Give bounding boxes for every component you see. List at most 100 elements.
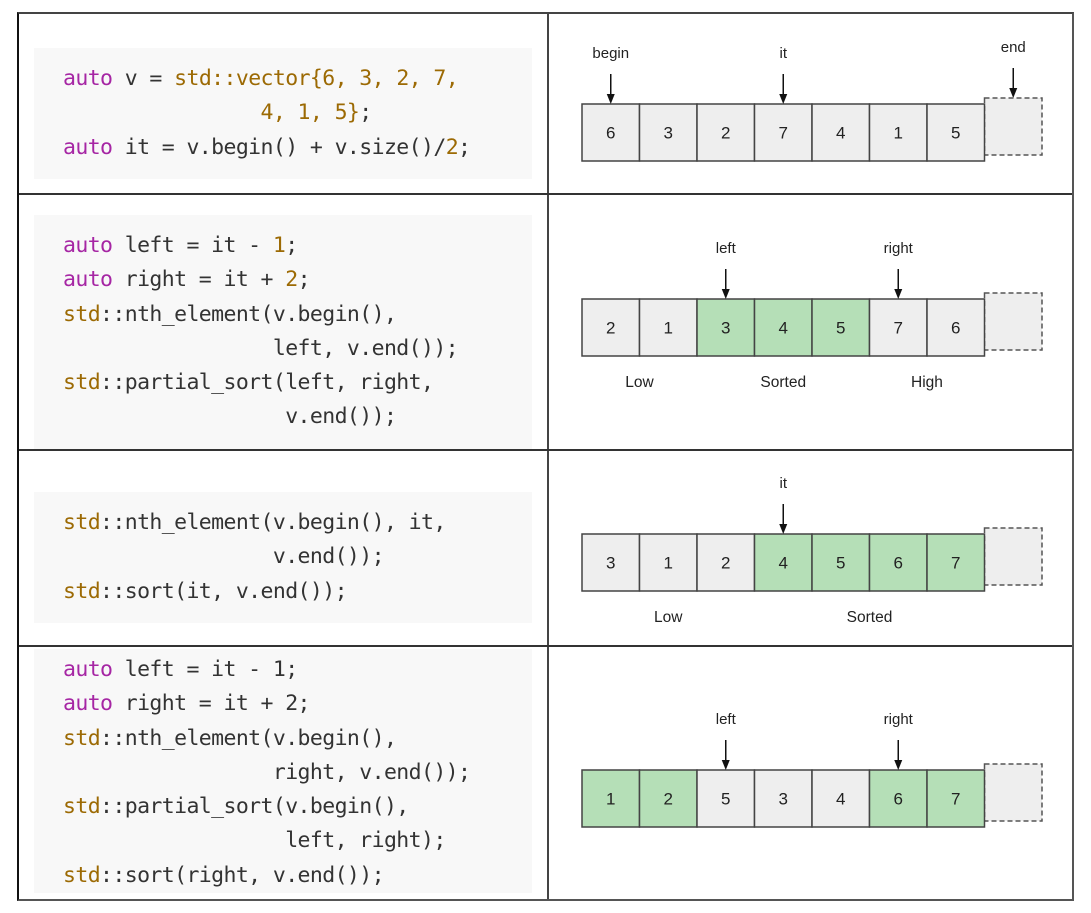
cell-value: 7 [779, 124, 788, 143]
array-cell: 7 [926, 533, 986, 592]
cell-bg [581, 533, 641, 592]
code-text: ::partial_sort(left, right, [100, 370, 434, 396]
end-placeholder-cell [983, 527, 1043, 586]
array-cell: 6 [868, 533, 928, 592]
pointer-label: it [780, 475, 788, 492]
row-divider [19, 645, 1072, 647]
pointer-label: it [780, 45, 788, 62]
code-number: 2 [445, 134, 459, 160]
arrow-down-icon [1009, 88, 1018, 98]
code-line: auto it = v.begin() + v.size()/2; [63, 131, 532, 165]
code-text: ; [285, 233, 298, 258]
cell-value: 3 [664, 124, 673, 143]
array-cell: 1 [638, 298, 698, 357]
code-line: right, v.end()); [63, 756, 532, 790]
code-number: 1 [272, 233, 286, 258]
cell-value: 5 [721, 790, 730, 809]
arrow-down-icon [721, 760, 730, 770]
code-line: auto left = it - 1; [63, 229, 532, 263]
cell-value: 5 [836, 554, 845, 573]
cell-value: 7 [951, 554, 960, 573]
code-line: auto left = it - 1; [63, 653, 532, 687]
array-cell: 4 [811, 769, 871, 828]
code-block-3: std::nth_element(v.begin(), it, v.end())… [34, 492, 532, 623]
code-text: left = it - [112, 233, 273, 258]
region-label: Low [654, 609, 683, 626]
code-text: right, v.end()); [63, 759, 471, 785]
arrow-down-icon [606, 94, 615, 104]
cell-value: 2 [606, 319, 615, 338]
code-line: std::partial_sort(v.begin(), [63, 790, 532, 824]
code-keyword: auto [63, 134, 113, 160]
array-cell: 2 [581, 298, 641, 357]
column-divider [547, 14, 549, 899]
array-cell: 6 [581, 103, 641, 162]
cell-value: 1 [606, 790, 615, 809]
cell-value: 2 [721, 554, 730, 573]
code-type: std [63, 725, 101, 751]
arrow-down-icon [779, 524, 788, 534]
cell-value: 6 [894, 790, 903, 809]
code-line: std::sort(right, v.end()); [63, 859, 532, 893]
region-label: Sorted [760, 374, 806, 391]
cell-bg [638, 103, 698, 162]
cell-bg [753, 769, 813, 828]
cell-value: 7 [894, 319, 903, 338]
cell-value: 7 [951, 790, 960, 809]
array-cell: 2 [638, 769, 698, 828]
array-cell: 1 [581, 769, 641, 828]
cell-value: 4 [836, 790, 845, 809]
code-line: v.end()); [63, 400, 532, 434]
code-line: auto right = it + 2; [63, 263, 532, 297]
array-cell: 7 [753, 103, 813, 162]
code-type: std [63, 510, 101, 535]
code-text: ::nth_element(v.begin(), [100, 301, 397, 327]
array-cell: 5 [926, 103, 986, 162]
pointer-label: begin [592, 45, 629, 62]
cell-sorted-bg [868, 533, 928, 592]
code-text: ::nth_element(v.begin(), it, [100, 510, 446, 535]
code-keyword: auto [63, 691, 113, 717]
code-text: ; [458, 134, 471, 160]
cell-sorted-bg [926, 769, 986, 828]
cell-bg [638, 298, 698, 357]
code-type: std [63, 862, 101, 888]
code-line: left, right); [63, 824, 532, 858]
pointer-it: it [779, 475, 788, 534]
array-cell: 2 [696, 533, 756, 592]
code-text: right = it + 2; [112, 691, 311, 717]
cell-bg [581, 298, 641, 357]
cell-value: 3 [606, 554, 615, 573]
cell-value: 3 [779, 790, 788, 809]
region-label: Low [625, 374, 654, 391]
cell-bg [638, 533, 698, 592]
cell-value: 2 [721, 124, 730, 143]
code-line: left, v.end()); [63, 332, 532, 366]
cell-sorted-bg [638, 769, 698, 828]
array-cell: 4 [753, 533, 813, 592]
array-cell: 3 [696, 298, 756, 357]
pointer-right: right [884, 240, 914, 299]
cell-sorted-bg [926, 533, 986, 592]
array-cell: 3 [581, 533, 641, 592]
code-text: v.end()); [63, 544, 385, 570]
code-text: left, v.end()); [63, 335, 459, 361]
array-cell: 3 [638, 103, 698, 162]
code-text: right = it + [112, 267, 286, 293]
row-divider [19, 449, 1072, 451]
cell-sorted-bg [581, 769, 641, 828]
cell-value: 2 [664, 790, 673, 809]
code-text: v.end()); [63, 404, 397, 430]
code-line: std::partial_sort(left, right, [63, 366, 532, 400]
array-cell: 6 [868, 769, 928, 828]
code-text: ; [359, 100, 372, 126]
array-cell: 5 [811, 298, 871, 357]
array-cell: 5 [811, 533, 871, 592]
code-type: std [63, 301, 101, 327]
code-text [63, 100, 261, 125]
arrow-down-icon [721, 289, 730, 299]
code-type: std [63, 578, 101, 604]
